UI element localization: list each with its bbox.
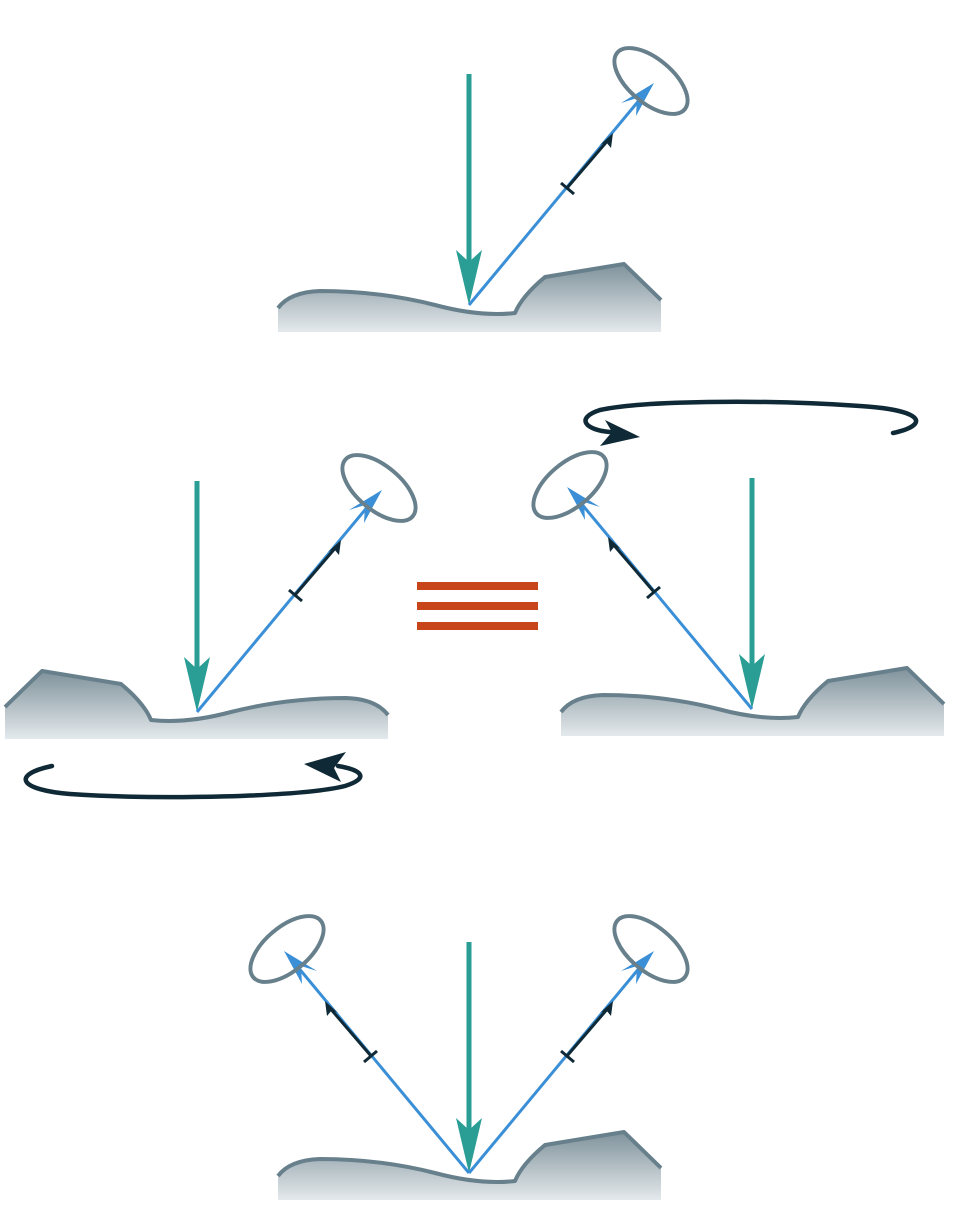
incident-ray-bottom bbox=[456, 942, 482, 1173]
surface-left bbox=[3, 669, 390, 739]
detector-ellipse-icon bbox=[340, 453, 418, 523]
reflected-ray-bottom-left bbox=[248, 914, 471, 1174]
reflected-ray-bottom-right bbox=[467, 914, 690, 1174]
vector-left bbox=[288, 540, 341, 603]
incident-ray-left bbox=[184, 481, 210, 712]
detector-ellipse-icon bbox=[248, 914, 326, 984]
surface-right bbox=[559, 666, 946, 736]
equals-icon bbox=[417, 582, 538, 630]
detector-ellipse-icon bbox=[612, 914, 690, 984]
rotation-arrow-icon bbox=[583, 399, 919, 446]
surface-reflection-top bbox=[278, 36, 699, 332]
surface-bottom bbox=[276, 1130, 663, 1200]
reflected-ray-left bbox=[195, 490, 382, 713]
scene-middle-left bbox=[3, 453, 418, 739]
scene-middle-right bbox=[531, 450, 946, 736]
scene-bottom bbox=[248, 914, 690, 1200]
vector-right bbox=[608, 537, 661, 600]
incident-ray-right bbox=[739, 478, 765, 709]
reflected-ray-right bbox=[567, 487, 754, 710]
detector-ellipse-icon bbox=[531, 450, 609, 520]
rotation-arrow-icon bbox=[23, 752, 363, 800]
scene-top bbox=[278, 36, 699, 332]
